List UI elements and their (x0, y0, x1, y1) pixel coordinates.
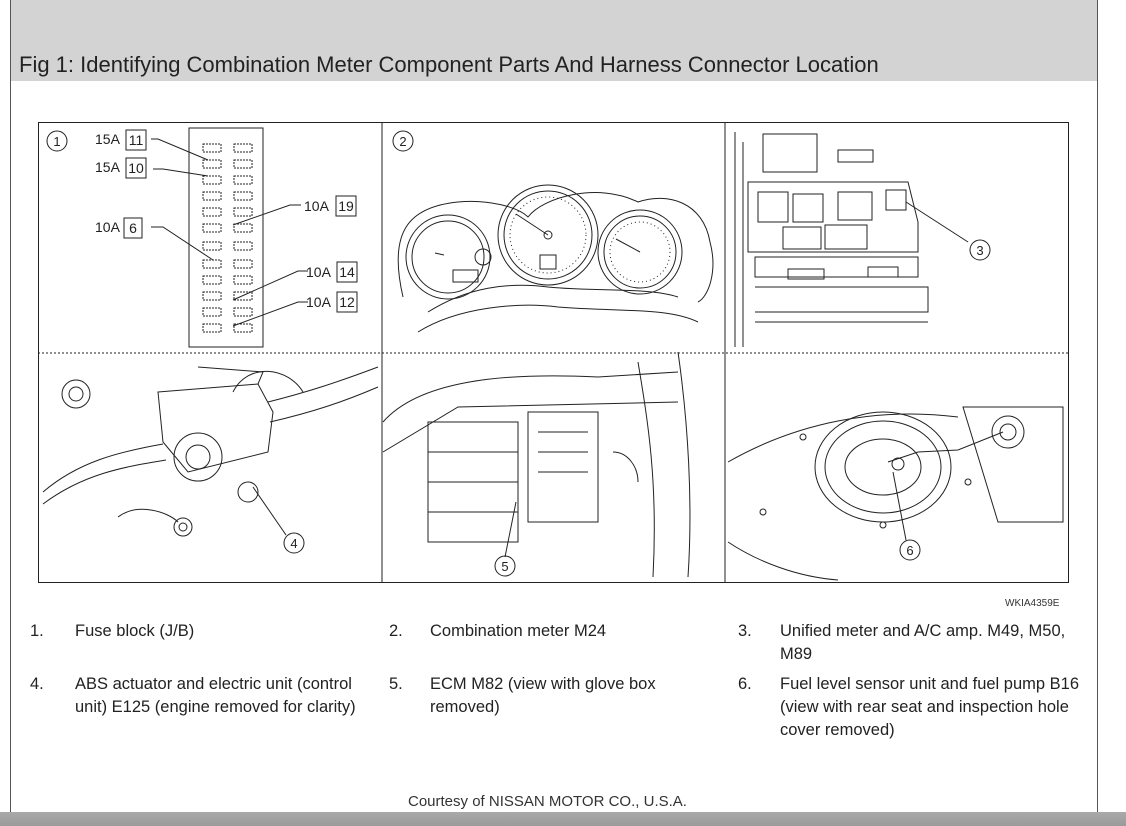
fuse-slot (202, 291, 222, 301)
legend-text-3: Unified meter and A/C amp. M49, M50, M89 (780, 622, 1066, 663)
fuse-amp-6: 10A (306, 294, 332, 310)
title-bar: Fig 1: Identifying Combination Meter Com… (11, 0, 1097, 81)
fuse-num-6: 12 (339, 294, 355, 310)
fuse-num-5: 14 (339, 264, 355, 280)
fuse-slot (202, 259, 222, 269)
panel-abs-actuator: 4 (42, 366, 379, 554)
panel-fuel-sensor: 6 (727, 406, 1064, 581)
fuse-amp-4: 10A (304, 198, 330, 214)
fuse-slot (233, 323, 253, 333)
courtesy-note: Courtesy of NISSAN MOTOR CO., U.S.A. (408, 793, 687, 810)
fuse-slot (202, 223, 222, 233)
component-location-diagram: 1 15A 11 15A 10 10A 6 10A 19 10A 14 10A … (38, 122, 1069, 583)
fuse-slot (233, 223, 253, 233)
panel-combination-meter: 2 (392, 130, 714, 333)
panel-ecm: 5 (382, 351, 691, 578)
fuse-slot (202, 307, 222, 317)
legend-text-1: Fuse block (J/B) (75, 622, 195, 640)
fuse-num-1: 11 (129, 132, 144, 148)
figure-title: Fig 1: Identifying Combination Meter Com… (19, 52, 879, 77)
panel-number-3: 3 (976, 243, 983, 258)
panel-number-1: 1 (53, 134, 60, 149)
panel-number-2: 2 (399, 134, 406, 149)
fuse-amp-2: 15A (95, 159, 121, 175)
document-frame: Fig 1: Identifying Combination Meter Com… (10, 0, 1098, 826)
legend-number-1: 1. (30, 622, 44, 640)
fuse-slot (202, 323, 222, 333)
fuse-slot (233, 307, 253, 317)
panel-number-4: 4 (290, 536, 297, 551)
fuse-slot (233, 159, 253, 169)
fuse-slot (233, 259, 253, 269)
fuse-num-3: 6 (129, 220, 137, 236)
legend-number-6: 6. (738, 675, 752, 693)
fuse-num-4: 19 (338, 198, 354, 214)
fuse-slot (233, 175, 253, 185)
legend-number-3: 3. (738, 622, 752, 640)
legend-number-2: 2. (389, 622, 403, 640)
fuse-slot (202, 207, 222, 217)
fuse-slot (233, 241, 253, 251)
panel-number-5: 5 (501, 559, 508, 574)
legend-text-5: ECM M82 (view with glove box removed) (430, 675, 656, 716)
panel-number-6: 6 (906, 543, 913, 558)
fuse-slot (202, 191, 222, 201)
legend-text-4: ABS actuator and electric unit (control … (75, 675, 356, 716)
window-bottom-bar (0, 812, 1126, 826)
panel-unified-meter: 3 (734, 132, 991, 347)
legend-text-6: Fuel level sensor unit and fuel pump B16… (780, 675, 1080, 739)
fuse-slot (233, 207, 253, 217)
fuse-slot (202, 159, 222, 169)
fuse-slot (233, 291, 253, 301)
fuse-slot (202, 275, 222, 285)
figure-code: WKIA4359E (1005, 598, 1060, 609)
panel-fuse-block: 1 15A 11 15A 10 10A 6 10A 19 10A 14 10A … (46, 127, 358, 348)
fuse-slot (233, 275, 253, 285)
fuse-num-2: 10 (128, 160, 144, 176)
fuse-amp-1: 15A (95, 131, 121, 147)
fuse-slot (202, 175, 222, 185)
fuse-slot (202, 143, 222, 153)
fuse-slot (233, 143, 253, 153)
legend-text-2: Combination meter M24 (430, 622, 607, 640)
fuse-slot (202, 241, 222, 251)
fuse-amp-5: 10A (306, 264, 332, 280)
fuse-amp-3: 10A (95, 219, 121, 235)
legend-number-4: 4. (30, 675, 44, 693)
legend-number-5: 5. (389, 675, 403, 693)
fuse-slot (233, 191, 253, 201)
